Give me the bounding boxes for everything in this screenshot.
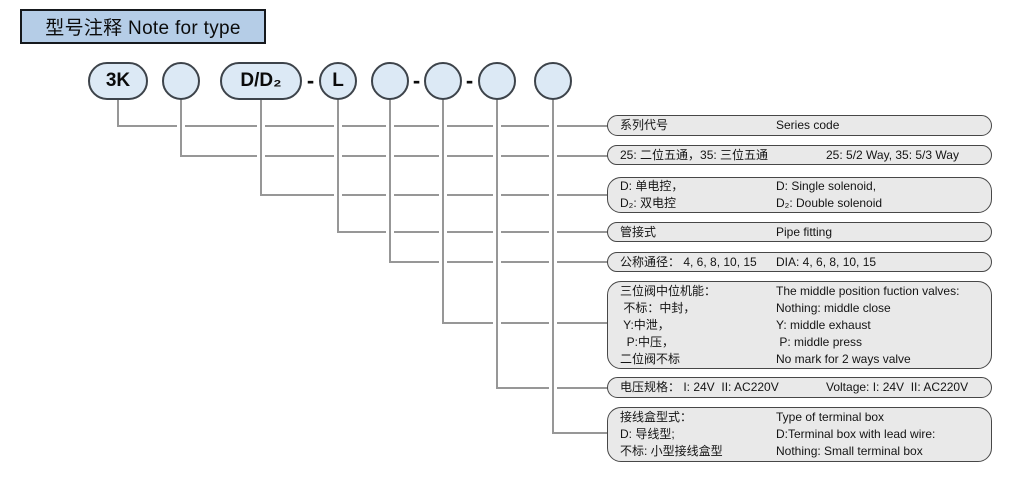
en-text: Y: middle exhaust [776, 317, 871, 332]
cn-text: 二位阀不标 [620, 351, 681, 366]
cn-text: Y:中泄， [620, 317, 670, 332]
legend-row: 公称通径： 4, 6, 8, 10, 15 DIA: 4, 6, 8, 10, 1… [620, 254, 979, 271]
cn-text: 三位阀中位机能： [620, 283, 717, 298]
cn-text: D: 导线型; [620, 427, 675, 441]
cn-text: D: 单电控， [620, 179, 684, 193]
legend-row: 管接式 Pipe fitting [620, 224, 979, 241]
legend-box-terminal-box: 接线盒型式： Type of terminal box D: 导线型; D:Termi… [607, 407, 992, 462]
legend-row: 不标：中封， Nothing: middle close [620, 300, 979, 317]
en-text: The middle position fuction valves: [776, 283, 960, 298]
cn-text: 系列代号 [620, 118, 669, 132]
legend-row: P:中压， P: middle press [620, 334, 979, 351]
en-text: 25: 5/2 Way, 35: 5/3 Way [826, 147, 959, 162]
en-text: No mark for 2 ways valve [776, 351, 911, 366]
legend-row: D: 单电控， D: Single solenoid, [620, 178, 979, 195]
legend-row: D: 导线型; D:Terminal box with lead wire: [620, 426, 979, 443]
legend-row: 电压规格： I: 24V II: AC220V Voltage: I: 24V I… [620, 379, 979, 396]
code-circle-middle-function [424, 62, 462, 100]
en-text: Series code [776, 118, 840, 132]
en-text: Type of terminal box [776, 410, 885, 424]
en-text: Voltage: I: 24V II: AC220V [826, 380, 969, 394]
legend-row: 系列代号 Series code [620, 117, 979, 134]
cn-text: 电压规格： I: 24V II: AC220V [620, 380, 779, 394]
legend-box-pipe-fitting: 管接式 Pipe fitting [607, 222, 992, 242]
code-circle-pipe-fitting: L [319, 62, 357, 100]
code-circle-terminal-box [534, 62, 572, 100]
legend-row: 接线盒型式： Type of terminal box [620, 409, 979, 426]
code-pill-solenoid: D/D₂ [220, 62, 302, 100]
cn-text: 不标: 小型接线盒型 [620, 444, 723, 458]
en-text: DIA: 4, 6, 8, 10, 15 [776, 254, 877, 269]
cn-text: D₂: 双电控 [620, 196, 676, 210]
cn-text: 管接式 [620, 224, 657, 239]
code-separator-dash: - [465, 68, 474, 93]
legend-box-solenoid: D: 单电控， D: Single solenoid, D₂: 双电控 D₂: Dou… [607, 177, 992, 213]
legend-box-diameter: 公称通径： 4, 6, 8, 10, 15 DIA: 4, 6, 8, 10, 1… [607, 252, 992, 272]
code-circle-diameter [371, 62, 409, 100]
legend-row: Y:中泄， Y: middle exhaust [620, 317, 979, 334]
legend-row: 三位阀中位机能： The middle position fuction valv… [620, 283, 979, 300]
legend-box-series-code: 系列代号 Series code [607, 115, 992, 136]
legend-row: D₂: 双电控 D₂: Double solenoid [620, 195, 979, 212]
cn-text: 接线盒型式： [620, 410, 693, 424]
legend-box-voltage: 电压规格： I: 24V II: AC220V Voltage: I: 24V I… [607, 377, 992, 398]
cn-text: 不标：中封， [620, 300, 696, 315]
code-circle-voltage [478, 62, 516, 100]
en-text: P: middle press [776, 334, 863, 349]
en-text: Nothing: middle close [776, 300, 891, 315]
en-text: D: Single solenoid, [776, 179, 877, 193]
code-separator-dash: - [412, 68, 421, 93]
code-circle-way-type [162, 62, 200, 100]
cn-text: 25: 二位五通，35: 三位五通 [620, 147, 769, 162]
legend-row: 不标: 小型接线盒型 Nothing: Small terminal box [620, 443, 979, 460]
page-title: 型号注释 Note for type [20, 9, 266, 44]
code-separator-dash: - [306, 68, 315, 93]
code-pill-series: 3K [88, 62, 148, 100]
en-text: Pipe fitting [776, 224, 833, 239]
legend-box-middle-function: 三位阀中位机能： The middle position fuction valv… [607, 281, 992, 369]
en-text: Nothing: Small terminal box [776, 444, 923, 458]
legend-row: 二位阀不标 No mark for 2 ways valve [620, 351, 979, 368]
en-text: D₂: Double solenoid [776, 196, 883, 210]
cn-text: 公称通径： 4, 6, 8, 10, 15 [620, 254, 757, 269]
cn-text: P:中压， [620, 334, 675, 349]
en-text: D:Terminal box with lead wire: [776, 427, 936, 441]
legend-box-way-type: 25: 二位五通，35: 三位五通 25: 5/2 Way, 35: 5/3 Wa… [607, 145, 992, 165]
legend-row: 25: 二位五通，35: 三位五通 25: 5/2 Way, 35: 5/3 Wa… [620, 147, 979, 164]
